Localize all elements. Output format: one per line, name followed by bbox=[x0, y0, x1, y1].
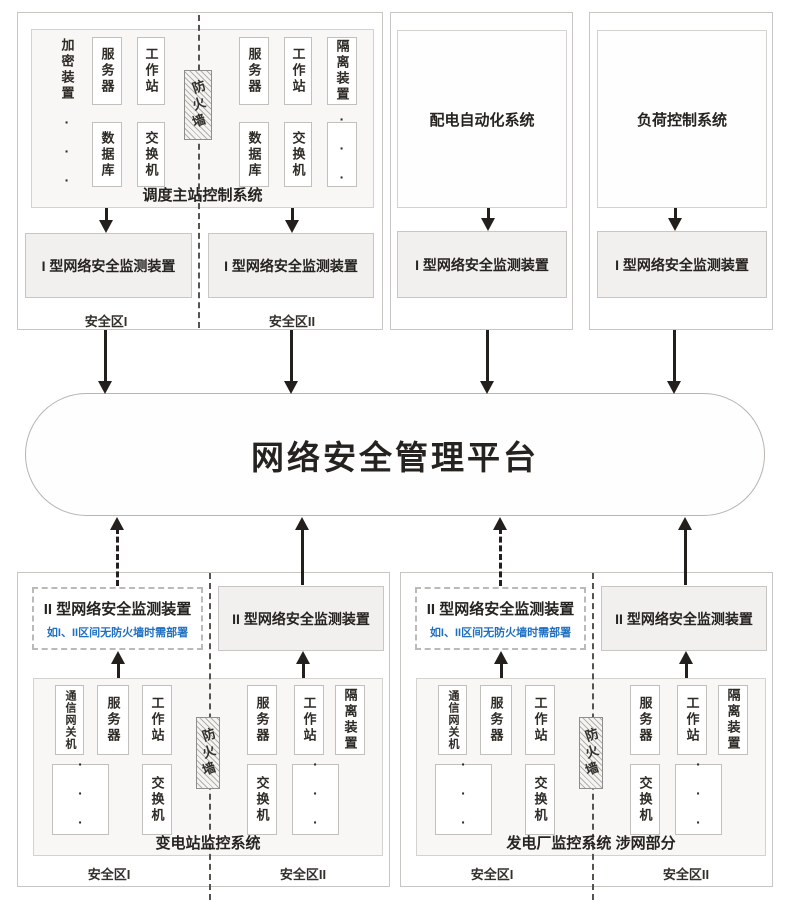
monitor-device-type2-box: II 型网络安全监测装置 bbox=[218, 586, 384, 651]
workstation-box: 工作站 bbox=[677, 685, 707, 755]
arrow-up-icon bbox=[678, 517, 692, 585]
platform-title: 网络安全管理平台 bbox=[251, 438, 539, 476]
arrow-up-dashed-icon bbox=[110, 517, 124, 586]
workstation-box: 工作站 bbox=[142, 685, 172, 755]
dispatch-system-box: 加密装置 服务器 工作站 防火墙 服务器 工作站 隔离装置 数据库 交换机 ··… bbox=[31, 29, 374, 208]
monitor-type2-label: II 型网络安全监测装置 bbox=[43, 600, 192, 618]
arrow-down-icon bbox=[285, 208, 299, 233]
zone-divider-dashed-line bbox=[198, 15, 200, 328]
ellipsis-dots-box: ··· bbox=[52, 756, 109, 843]
workstation-box: 工作站 bbox=[284, 37, 312, 105]
ellipsis-dots-box: ··· bbox=[435, 756, 492, 843]
arrow-up-dashed-icon bbox=[493, 517, 507, 586]
dispatch-system-label: 调度主站控制系统 bbox=[142, 187, 263, 204]
firewall-box: 防火墙 bbox=[196, 717, 220, 789]
switch-box: 交换机 bbox=[137, 122, 165, 187]
arrow-down-icon bbox=[284, 330, 298, 394]
encrypt-device-label: 加密装置 bbox=[59, 38, 75, 102]
monitor-device-type1-box: I 型网络安全监测装置 bbox=[208, 233, 374, 298]
distribution-system-box: 配电自动化系统 bbox=[397, 30, 567, 208]
zone1-label: 安全区I bbox=[470, 867, 514, 882]
workstation-box: 工作站 bbox=[525, 685, 555, 755]
zone2-label: 安全区II bbox=[662, 867, 710, 882]
power-plant-system-label: 发电厂监控系统 涉网部分 bbox=[506, 835, 676, 852]
zone1-label: 安全区I bbox=[87, 867, 131, 882]
monitor-device-type1-box: I 型网络安全监测装置 bbox=[597, 231, 767, 298]
zone1-label: 安全区I bbox=[84, 314, 128, 329]
zone2-label: 安全区II bbox=[268, 314, 316, 329]
monitor-deploy-note: 如I、II区间无防火墙时需部署 bbox=[46, 626, 189, 639]
substation-system-box: 通信网关机 服务器 工作站 防火墙 服务器 工作站 隔离装置 ··· 交换机 交… bbox=[33, 678, 383, 856]
server-box: 服务器 bbox=[239, 37, 269, 105]
load-control-system-label: 负荷控制系统 bbox=[636, 111, 727, 129]
ellipsis-dots-box: ··· bbox=[292, 756, 339, 843]
switch-box: 交换机 bbox=[247, 764, 277, 835]
arrow-down-icon bbox=[667, 330, 681, 394]
security-management-platform: 网络安全管理平台 bbox=[25, 393, 765, 516]
workstation-box: 工作站 bbox=[137, 37, 165, 105]
distribution-system-label: 配电自动化系统 bbox=[429, 111, 535, 129]
firewall-box: 防火墙 bbox=[184, 70, 212, 140]
workstation-box: 工作站 bbox=[294, 685, 324, 755]
monitor-device-type1-box: I 型网络安全监测装置 bbox=[397, 231, 567, 298]
server-box: 服务器 bbox=[97, 685, 129, 755]
distribution-container: 配电自动化系统 I 型网络安全监测装置 bbox=[390, 12, 573, 330]
comm-gateway-box: 通信网关机 bbox=[438, 685, 467, 755]
ellipsis-dots-box: ··· bbox=[675, 756, 722, 843]
arrow-up-icon bbox=[679, 651, 693, 678]
switch-box: 交换机 bbox=[142, 764, 172, 835]
substation-system-label: 变电站监控系统 bbox=[155, 835, 261, 852]
load-control-system-box: 负荷控制系统 bbox=[597, 30, 767, 208]
isolation-device-box: 隔离装置 bbox=[335, 685, 365, 755]
arrow-up-icon bbox=[111, 651, 125, 678]
server-box: 服务器 bbox=[630, 685, 660, 755]
power-plant-container: II 型网络安全监测装置 如I、II区间无防火墙时需部署 II 型网络安全监测装… bbox=[400, 572, 773, 900]
arrow-up-icon bbox=[295, 517, 309, 585]
arrow-down-icon bbox=[481, 208, 495, 231]
arrow-up-icon bbox=[296, 651, 310, 678]
database-box: 数据库 bbox=[92, 122, 122, 187]
substation-container: II 型网络安全监测装置 如I、II区间无防火墙时需部署 II 型网络安全监测装… bbox=[17, 572, 390, 900]
isolation-device-box: 隔离装置 bbox=[718, 685, 748, 755]
database-box: 数据库 bbox=[239, 122, 269, 187]
zone2-label: 安全区II bbox=[279, 867, 327, 882]
firewall-box: 防火墙 bbox=[579, 717, 603, 789]
arrow-down-icon bbox=[480, 330, 494, 394]
arrow-down-icon bbox=[98, 330, 112, 394]
monitor-deploy-note: 如I、II区间无防火墙时需部署 bbox=[429, 626, 572, 639]
server-box: 服务器 bbox=[247, 685, 277, 755]
monitor-device-type1-box: I 型网络安全监测装置 bbox=[25, 233, 192, 298]
comm-gateway-box: 通信网关机 bbox=[55, 685, 84, 755]
power-plant-system-box: 通信网关机 服务器 工作站 防火墙 服务器 工作站 隔离装置 ··· 交换机 交… bbox=[416, 678, 766, 856]
monitor-device-type2-dashed-box: II 型网络安全监测装置 如I、II区间无防火墙时需部署 bbox=[415, 587, 586, 650]
switch-box: 交换机 bbox=[525, 764, 555, 835]
arrow-up-icon bbox=[494, 651, 508, 678]
load-control-container: 负荷控制系统 I 型网络安全监测装置 bbox=[589, 12, 773, 330]
arrow-down-icon bbox=[668, 208, 682, 231]
server-box: 服务器 bbox=[92, 37, 122, 105]
arrow-down-icon bbox=[99, 208, 113, 233]
ellipsis-dots: ··· bbox=[59, 113, 75, 201]
isolation-device-box: 隔离装置 bbox=[327, 37, 357, 105]
switch-box: 交换机 bbox=[284, 122, 312, 187]
monitor-device-type2-box: II 型网络安全监测装置 bbox=[601, 586, 767, 651]
ellipsis-dots-box: ··· bbox=[327, 111, 357, 198]
monitor-type2-label: II 型网络安全监测装置 bbox=[426, 600, 575, 618]
server-box: 服务器 bbox=[480, 685, 512, 755]
monitor-device-type2-dashed-box: II 型网络安全监测装置 如I、II区间无防火墙时需部署 bbox=[32, 587, 203, 650]
dispatch-container: 加密装置 服务器 工作站 防火墙 服务器 工作站 隔离装置 数据库 交换机 ··… bbox=[17, 12, 383, 330]
switch-box: 交换机 bbox=[630, 764, 660, 835]
